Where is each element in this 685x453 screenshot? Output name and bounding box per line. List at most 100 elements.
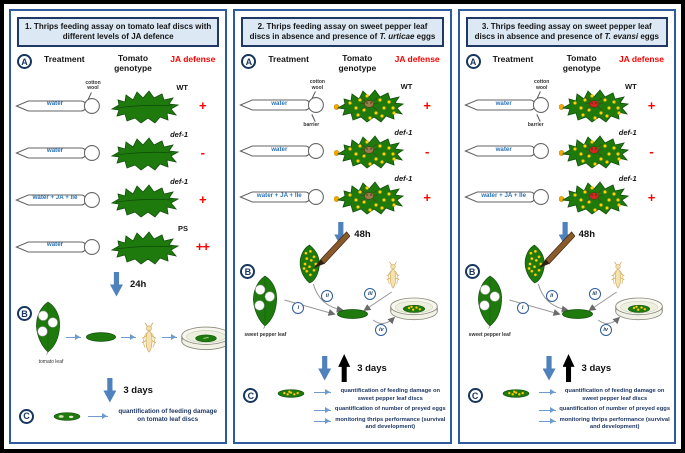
section-c-badge: C xyxy=(19,408,34,424)
ja-defense-value: - xyxy=(649,143,653,159)
treatment-label: water xyxy=(46,147,64,154)
down-arrow-icon xyxy=(318,355,332,381)
thrips-icon xyxy=(139,321,159,354)
leaf: PS xyxy=(110,224,188,267)
ja-defense-value: ++ xyxy=(195,239,210,254)
punched-leaf-icon xyxy=(475,274,505,330)
genotype-label: WT xyxy=(624,82,637,91)
treatment-label: water xyxy=(46,241,64,248)
incubation-step: 3 days xyxy=(474,354,674,382)
col-genotype: Tomato genotype xyxy=(114,53,152,73)
step-iv-badge: iv xyxy=(599,324,612,336)
readout-row: quantification of feeding damage on swee… xyxy=(314,388,446,403)
down-arrow-icon xyxy=(109,271,123,297)
genotype-label: def-1 xyxy=(618,128,637,137)
ja-defense-value: + xyxy=(199,98,207,113)
leaf-source-label: sweet pepper leaf xyxy=(244,332,287,338)
feeding-vial: cotton wool barrier water xyxy=(239,79,331,127)
treatment-row: water + JA + Ile def-1 + xyxy=(239,174,445,220)
genotype-label: def-1 xyxy=(394,174,413,183)
incubation-step: 48h xyxy=(249,220,449,248)
genotype-label: def-1 xyxy=(170,176,188,186)
arrow-icon xyxy=(314,389,332,395)
col-treatment: Treatment xyxy=(44,54,85,64)
egg-disc-icon xyxy=(501,388,531,399)
arrow-icon xyxy=(538,407,556,414)
feeding-vial: water + JA + Ile xyxy=(239,187,331,207)
ja-defense-value: + xyxy=(647,97,656,113)
readout-row: monitoring thrips performance (survival … xyxy=(538,417,671,432)
column-headers: A Treatment Tomato genotype JA defense xyxy=(241,53,443,82)
section-a-badge: A xyxy=(241,54,257,69)
petri-dish-icon xyxy=(389,294,439,322)
section-c: C quantification of feeding damage on to… xyxy=(15,404,221,424)
arrow-icon xyxy=(88,412,108,419)
petri-dish-icon xyxy=(180,323,227,352)
readout-item: monitoring thrips performance (survival … xyxy=(335,416,446,431)
tomato-leaf-icon xyxy=(110,230,180,266)
step-ii-badge: ii xyxy=(321,290,334,302)
section-a-badge: A xyxy=(17,54,32,69)
egg-disc-icon xyxy=(276,388,306,399)
ja-defense-value: + xyxy=(423,97,431,113)
genotype-label: WT xyxy=(176,82,188,92)
leaf-with-eggs: def-1 xyxy=(559,128,637,171)
section-c-badge: C xyxy=(467,388,483,403)
treatment-label: water xyxy=(46,100,64,107)
section-b: B sweet pepper leaf i ii iii iv xyxy=(239,248,445,354)
treatment-label: water + JA + Ile xyxy=(481,191,527,199)
arrow-icon xyxy=(538,389,556,395)
brush-icon xyxy=(312,230,350,270)
readout-row: quantification of feeding damage on swee… xyxy=(538,388,671,403)
leaf-with-eggs: WT xyxy=(334,82,412,125)
treatment-row: cotton wool water WT + xyxy=(15,80,221,129)
panel-title: 1. Thrips feeding assay on tomato leaf d… xyxy=(17,17,220,47)
cotton-wool-label: cotton wool xyxy=(81,80,105,92)
petri-dish-icon xyxy=(614,294,664,322)
readout-list: quantification of feeding damage on swee… xyxy=(314,388,446,432)
down-arrow-icon xyxy=(103,377,117,403)
section-b: B sweet pepper leaf i ii iii iv xyxy=(464,248,670,354)
treatment-row: water PS ++ xyxy=(15,223,221,270)
barrier-label: barrier xyxy=(299,122,323,129)
readout-row: quantification of number of preyed eggs xyxy=(314,406,446,414)
arrow-icon xyxy=(162,333,177,340)
leaf-mite-eggs-icon xyxy=(559,134,629,170)
treatment-row: water def-1 - xyxy=(15,129,221,176)
title-text: 1. Thrips feeding assay on tomato leaf d… xyxy=(25,21,212,41)
col-genotype: Tomato genotype xyxy=(338,53,377,73)
readout-item: quantification of number of preyed eggs xyxy=(334,406,446,413)
feeding-vial: cotton wool water xyxy=(15,80,107,116)
leaf-with-eggs: def-1 xyxy=(334,174,412,217)
punched-leaf-icon xyxy=(250,274,280,330)
col-ja-defense: JA defense xyxy=(618,54,664,64)
title-species: T. urticae xyxy=(379,32,415,41)
leaf-disc-icon xyxy=(335,308,370,320)
leaf-mite-eggs-icon xyxy=(559,180,629,216)
ja-defense-value: - xyxy=(200,145,205,160)
title-text: 2. Thrips feeding assay on sweet pepper … xyxy=(249,21,428,41)
up-arrow-icon xyxy=(338,354,351,382)
panel-title: 2. Thrips feeding assay on sweet pepper … xyxy=(241,17,444,47)
leaf-mite-eggs-icon xyxy=(559,88,629,124)
col-ja-defense: JA defense xyxy=(170,54,216,64)
incubation-step: 24h xyxy=(25,270,225,298)
arrow-icon xyxy=(314,407,332,414)
assembly-arrows xyxy=(508,283,620,325)
treatment-row: water + JA + Ile def-1 + xyxy=(15,176,221,223)
leaf: def-1 xyxy=(110,177,188,220)
thrips-icon xyxy=(609,260,627,290)
treatment-row: cotton wool barrier water WT + xyxy=(464,79,670,128)
treatment-row: water def-1 - xyxy=(464,128,670,174)
leaf-mite-eggs-icon xyxy=(334,134,404,170)
treatment-label: water xyxy=(271,145,288,153)
step-ii-badge: ii xyxy=(545,290,558,302)
treatment-row: water def-1 - xyxy=(239,128,445,174)
genotype-label: def-1 xyxy=(170,129,188,139)
cotton-wool-label: cotton wool xyxy=(305,79,329,91)
feeding-vial: cotton wool barrier water xyxy=(464,79,556,127)
section-c: C quantification of feeding damage on sw… xyxy=(464,382,670,432)
tomato-leaf-icon xyxy=(110,183,180,219)
ja-defense-value: + xyxy=(199,192,207,207)
